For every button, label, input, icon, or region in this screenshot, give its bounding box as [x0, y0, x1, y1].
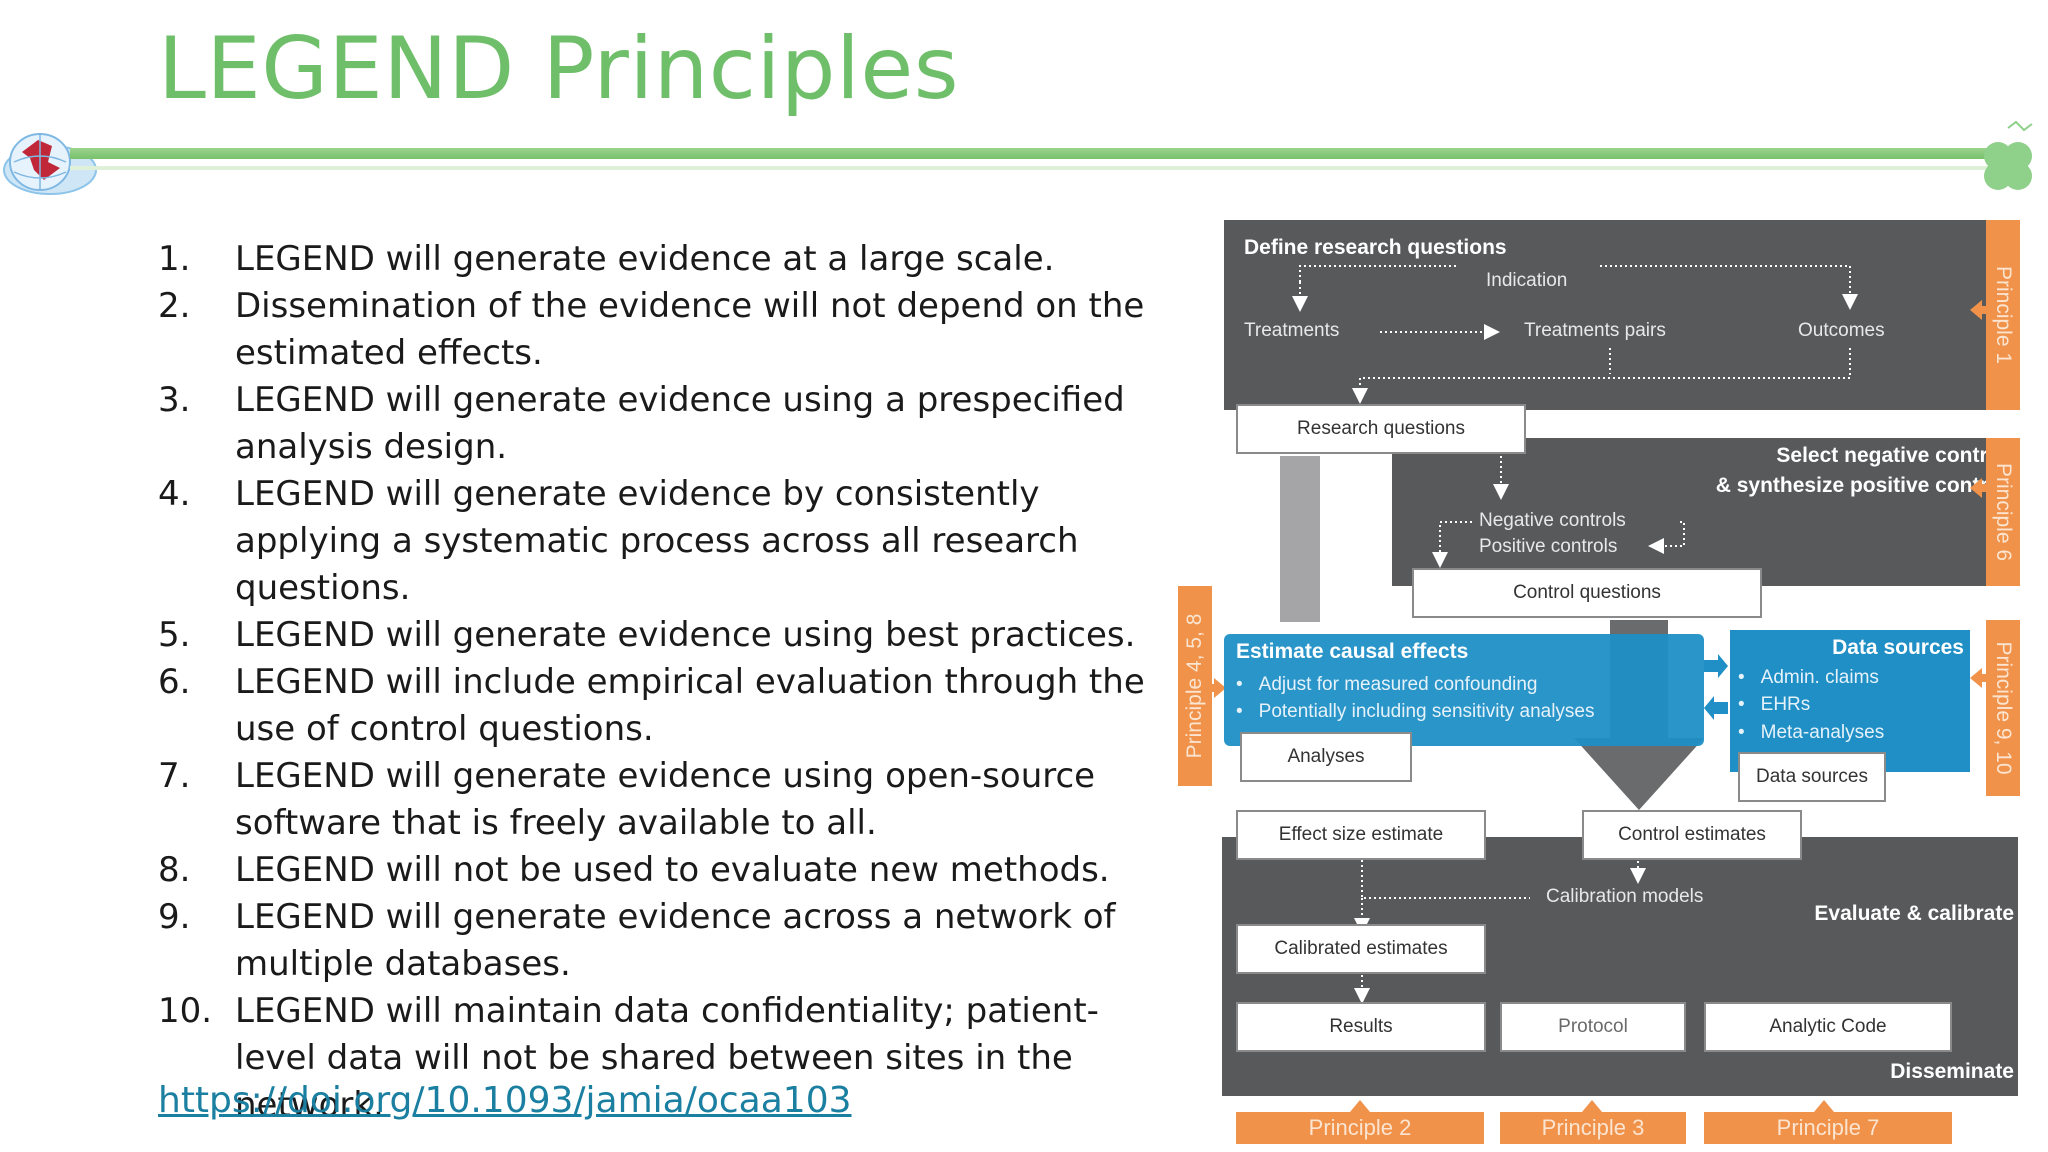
positive-controls-label: Positive controls — [1479, 536, 1618, 557]
title-divider-shadow — [70, 166, 2000, 170]
calibrated-estimates-box: Calibrated estimates — [1236, 924, 1486, 974]
treatments-label: Treatments — [1244, 320, 1340, 341]
analytic-code-box: Analytic Code — [1704, 1002, 1952, 1052]
evaluate-label: Evaluate & calibrate — [1814, 902, 2014, 925]
list-number: 6. — [158, 662, 191, 702]
data-source-bullet: Admin. claims — [1738, 667, 1879, 689]
indication-label: Indication — [1486, 270, 1568, 291]
estimate-header: Estimate causal effects — [1236, 640, 1469, 663]
list-text: LEGEND will generate evidence across a n… — [235, 897, 1116, 984]
data-source-bullet: Meta-analyses — [1738, 722, 1885, 744]
list-number: 4. — [158, 474, 191, 514]
controls-panel — [1392, 438, 2018, 586]
estimate-bullet: Adjust for measured confounding — [1236, 674, 1538, 696]
list-item: 6. LEGEND will include empirical evaluati… — [158, 659, 1178, 753]
list-item: 4. LEGEND will generate evidence by consi… — [158, 471, 1178, 612]
list-item: 1. LEGEND will generate evidence at a lar… — [158, 236, 1178, 283]
negative-controls-label: Negative controls — [1479, 510, 1626, 531]
principle-4-5-8-tab: Principle 4, 5, 8 — [1178, 586, 1212, 786]
slide-title: LEGEND Principles — [158, 19, 960, 119]
principle-9-10-tab: Principle 9, 10 — [1986, 620, 2020, 796]
research-questions-box: Research questions — [1236, 404, 1526, 454]
list-item: 10. LEGEND will maintain data confidentia… — [158, 988, 1178, 1129]
treatment-pairs-label: Treatments pairs — [1524, 320, 1666, 341]
list-text: LEGEND will not be used to evaluate new … — [235, 850, 1110, 890]
list-text: LEGEND will generate evidence using open… — [235, 756, 1096, 843]
list-text: LEGEND will maintain data confidentialit… — [235, 991, 1099, 1125]
list-item: 8. LEGEND will not be used to evaluate ne… — [158, 847, 1178, 894]
principle-3-tab: Principle 3 — [1500, 1112, 1686, 1144]
list-number: 8. — [158, 850, 191, 890]
clover-logo-icon — [1984, 120, 2033, 190]
define-header: Define research questions — [1244, 236, 1507, 259]
disseminate-label: Disseminate — [1890, 1060, 2014, 1083]
protocol-box: Protocol — [1500, 1002, 1686, 1052]
principle-1-label: Principle 1 — [1992, 265, 2015, 365]
data-source-bullet: EHRs — [1738, 694, 1811, 716]
data-sources-header: Data sources — [1832, 636, 1964, 659]
list-text: LEGEND will generate evidence at a large… — [235, 239, 1055, 279]
principle-6-label: Principle 6 — [1992, 462, 2015, 562]
principle-4-5-8-label: Principle 4, 5, 8 — [1183, 613, 1206, 759]
principle-1-tab: Principle 1 — [1986, 220, 2020, 410]
list-item: 3. LEGEND will generate evidence using a … — [158, 377, 1178, 471]
controls-header-line1: Select negative controls — [1776, 444, 2018, 467]
estimate-bullet: Potentially including sensitivity analys… — [1236, 701, 1595, 723]
list-item: 2. Dissemination of the evidence will not… — [158, 283, 1178, 377]
data-sources-box: Data sources — [1738, 752, 1886, 802]
globe-logo-icon — [3, 133, 97, 195]
principle-2-tab: Principle 2 — [1236, 1112, 1484, 1144]
list-text: LEGEND will include empirical evaluation… — [235, 662, 1145, 749]
results-box: Results — [1236, 1002, 1486, 1052]
control-questions-box: Control questions — [1412, 568, 1762, 618]
workflow-diagram: Define research questions Indication Tre… — [1170, 212, 2030, 1152]
doi-link[interactable]: https://doi.org/10.1093/jamia/ocaa103 — [158, 1080, 852, 1121]
list-item: 9. LEGEND will generate evidence across a… — [158, 894, 1178, 988]
list-text: Dissemination of the evidence will not d… — [235, 286, 1145, 373]
list-text: LEGEND will generate evidence by consist… — [235, 474, 1079, 608]
outcomes-label: Outcomes — [1798, 320, 1885, 341]
calibration-models-label: Calibration models — [1546, 886, 1704, 907]
list-number: 9. — [158, 897, 191, 937]
list-number: 10. — [158, 991, 213, 1031]
list-item: 7. LEGEND will generate evidence using op… — [158, 753, 1178, 847]
list-text: LEGEND will generate evidence using best… — [235, 615, 1136, 655]
principles-list: 1. LEGEND will generate evidence at a lar… — [158, 236, 1178, 1129]
control-estimates-box: Control estimates — [1582, 810, 1802, 860]
list-number: 3. — [158, 380, 191, 420]
list-number: 2. — [158, 286, 191, 326]
principle-7-tab: Principle 7 — [1704, 1112, 1952, 1144]
define-panel — [1224, 220, 2018, 410]
list-text: LEGEND will generate evidence using a pr… — [235, 380, 1125, 467]
effect-size-estimate-box: Effect size estimate — [1236, 810, 1486, 860]
list-item: 5. LEGEND will generate evidence using be… — [158, 612, 1178, 659]
title-divider — [70, 148, 2000, 159]
controls-header-line2: & synthesize positive controls — [1715, 474, 2018, 497]
principle-6-tab: Principle 6 — [1986, 438, 2020, 586]
list-number: 5. — [158, 615, 191, 655]
analyses-box: Analyses — [1240, 732, 1412, 782]
list-number: 1. — [158, 239, 191, 279]
list-number: 7. — [158, 756, 191, 796]
principle-9-10-label: Principle 9, 10 — [1992, 641, 2015, 775]
